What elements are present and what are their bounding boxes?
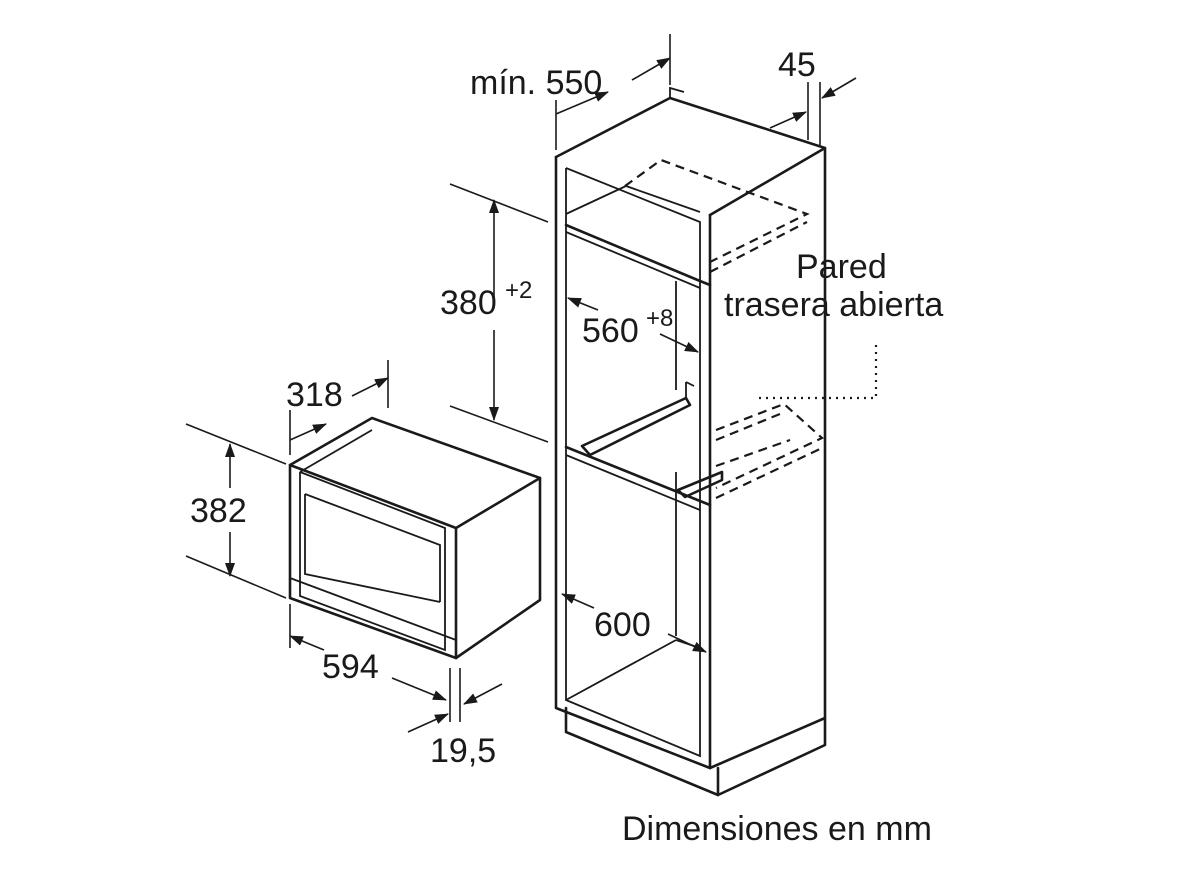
label-depth-main: 560: [582, 312, 639, 350]
dimension-lines: [185, 34, 857, 733]
label-height-tolerance: +2: [505, 277, 532, 304]
label-depth-tolerance: +8: [646, 305, 673, 332]
label-units-note: Dimensiones en mm: [622, 810, 932, 848]
label-height-main: 380: [440, 284, 497, 322]
tall-cabinet: [554, 86, 827, 797]
label-appliance-width: 594: [322, 648, 379, 686]
open-rear-wall-dashes: [624, 158, 878, 499]
label-appliance-height: 382: [190, 492, 247, 530]
label-cabinet-width: 600: [594, 606, 651, 644]
built-in-appliance: [288, 416, 542, 660]
label-appliance-depth: 318: [286, 376, 343, 414]
label-rear-wall-line2: trasera abierta: [724, 286, 943, 324]
label-thickness: 45: [778, 46, 816, 84]
label-front-offset: 19,5: [430, 732, 496, 770]
label-min-width: mín. 550: [470, 64, 602, 102]
label-rear-wall-line1: Pared: [796, 248, 887, 286]
